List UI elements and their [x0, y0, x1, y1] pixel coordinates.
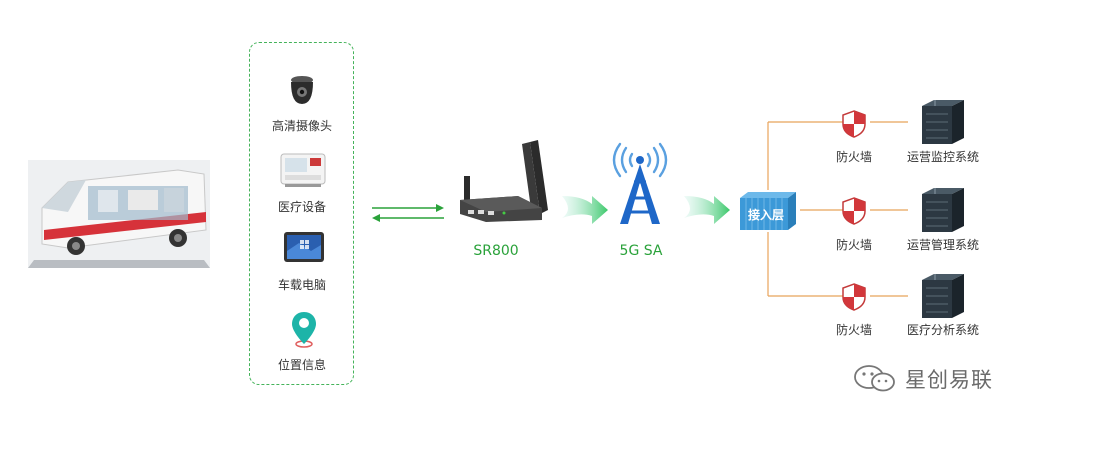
watermark-text: 星创易联 — [905, 368, 993, 392]
firewall-shield-icon — [842, 283, 866, 311]
device-group-box — [249, 42, 354, 385]
medical-device-icon — [280, 153, 326, 187]
device-label-computer: 车载电脑 — [277, 278, 326, 292]
router-icon — [460, 140, 548, 222]
bidirectional-arrows — [372, 204, 444, 222]
system-label-analysis: 医疗分析系统 — [906, 323, 979, 337]
server-rack-icon — [922, 274, 964, 318]
flow-arrow-2 — [684, 196, 730, 224]
location-pin-icon — [292, 312, 316, 348]
wechat-logo-icon — [854, 365, 895, 392]
access-layer-label: 接入层 — [747, 208, 784, 222]
firewall-shield-icon — [842, 197, 866, 225]
device-label-camera: 高清摄像头 — [271, 119, 332, 133]
server-rack-icon — [922, 188, 964, 232]
server-rack-icon — [922, 100, 964, 144]
router-label: SR800 — [473, 243, 519, 259]
ambulance-image — [28, 160, 210, 268]
firewall-label-3: 防火墙 — [835, 323, 872, 337]
firewall-label-2: 防火墙 — [835, 238, 872, 252]
network-label: 5G SA — [619, 243, 663, 259]
device-label-location: 位置信息 — [277, 358, 326, 372]
tablet-icon — [284, 232, 324, 262]
firewall-shield-icon — [842, 110, 866, 138]
system-label-management: 运营管理系统 — [906, 238, 979, 252]
firewall-label-1: 防火墙 — [835, 150, 872, 164]
5g-tower-icon — [612, 142, 668, 224]
system-label-monitoring: 运营监控系统 — [906, 150, 979, 164]
device-label-medical: 医疗设备 — [277, 200, 326, 214]
access-layer-box — [740, 192, 796, 230]
connector-lines — [767, 121, 908, 297]
dome-camera-icon — [291, 76, 313, 104]
flow-arrow-1 — [562, 196, 608, 224]
